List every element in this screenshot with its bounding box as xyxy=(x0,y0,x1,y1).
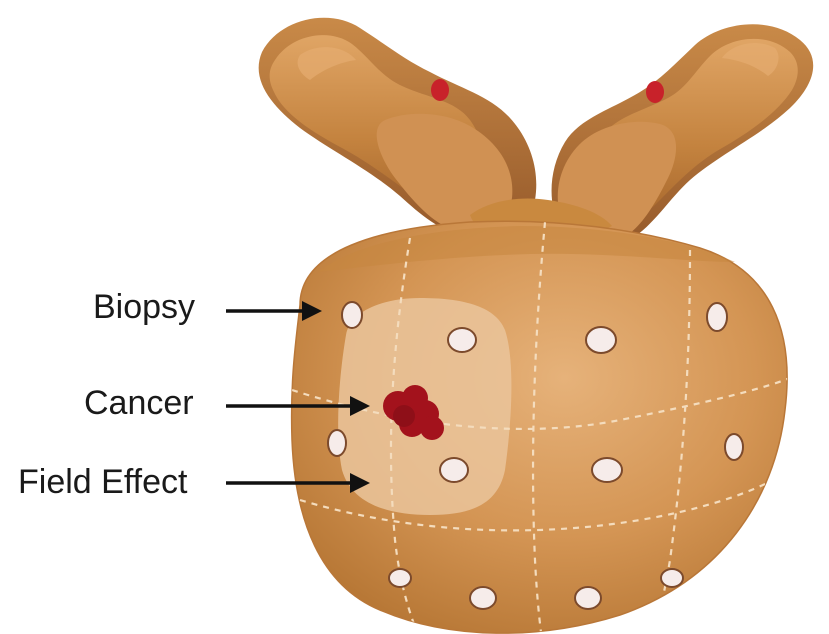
prostate-gland xyxy=(292,221,790,634)
biopsy-arrow xyxy=(226,301,322,321)
biopsy-core xyxy=(592,458,622,482)
biopsy-core xyxy=(440,458,468,482)
biopsy-core xyxy=(586,327,616,353)
right-vesicle-lesion-marker xyxy=(646,81,664,103)
biopsy-core xyxy=(575,587,601,609)
biopsy-core xyxy=(725,434,743,460)
field-effect-label: Field Effect xyxy=(18,463,188,501)
biopsy-core xyxy=(342,302,362,328)
biopsy-core xyxy=(470,587,496,609)
biopsy-core xyxy=(448,328,476,352)
biopsy-core xyxy=(328,430,346,456)
biopsy-core xyxy=(389,569,411,587)
biopsy-core xyxy=(661,569,683,587)
biopsy-core xyxy=(707,303,727,331)
cancer-label: Cancer xyxy=(84,384,194,422)
biopsy-label: Biopsy xyxy=(93,288,195,326)
seminal-vesicles xyxy=(259,18,814,250)
left-vesicle-lesion-marker xyxy=(431,79,449,101)
